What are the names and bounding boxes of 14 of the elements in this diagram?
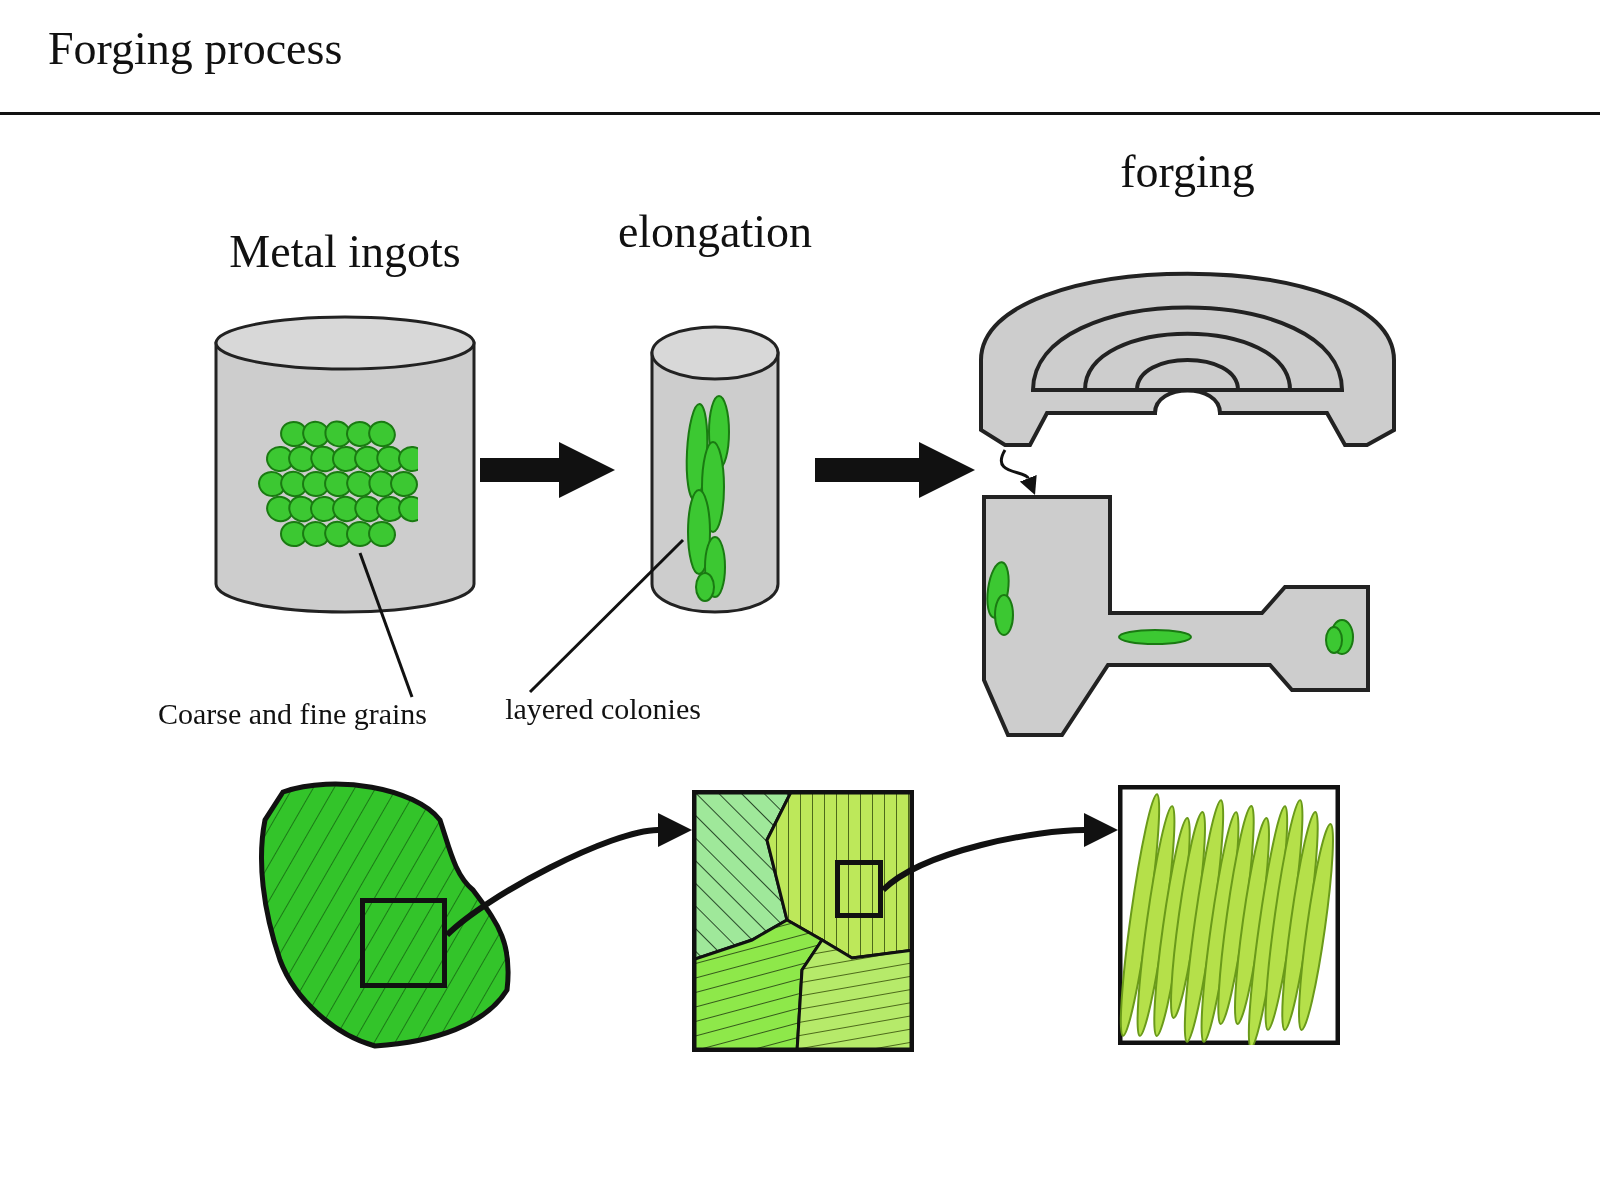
leader-line xyxy=(528,538,685,694)
page-title: Forging process xyxy=(48,22,343,75)
inset-square xyxy=(835,860,883,918)
callout-label: layered colonies xyxy=(505,692,701,725)
inset-square xyxy=(360,898,447,988)
arrow xyxy=(480,442,615,498)
heading: forging xyxy=(1120,146,1255,197)
arrow xyxy=(445,813,692,938)
heading: Metal ingots xyxy=(229,226,461,277)
leader-line xyxy=(358,552,414,698)
arrow xyxy=(999,449,1040,493)
heading: elongation xyxy=(617,206,813,257)
arrow xyxy=(815,442,975,498)
callout-label: Coarse and fine grains xyxy=(157,697,428,730)
